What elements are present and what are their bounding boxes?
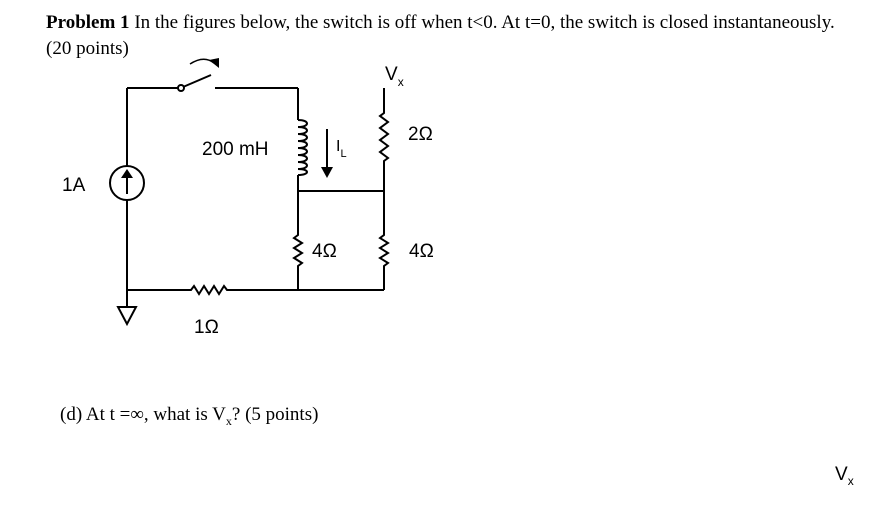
question-prefix: (d) At t =∞, what is V <box>60 404 226 425</box>
vx-corner-sub: x <box>847 473 854 488</box>
question-sub: x <box>225 413 232 428</box>
vx-label: Vx <box>385 64 404 89</box>
inductor-coil <box>297 119 308 176</box>
resistor-4ohm-right <box>378 232 390 268</box>
r-top-right-label: 2Ω <box>408 124 433 145</box>
resistor-1ohm <box>188 284 230 296</box>
vx-corner-main: V <box>835 464 848 485</box>
problem-heading: Problem 1 <box>46 12 130 33</box>
problem-statement: Problem 1 In the figures below, the swit… <box>46 10 846 62</box>
resistor-2ohm <box>378 110 390 166</box>
ground-symbol <box>116 306 138 327</box>
problem-text: In the figures below, the switch is off … <box>46 12 835 59</box>
r-right-label: 4Ω <box>409 241 434 262</box>
closing-arrow-head <box>209 58 219 68</box>
current-label-main: I <box>336 138 340 155</box>
switch-pivot <box>177 84 185 92</box>
inductor-label: 200 mH <box>202 139 269 160</box>
r-mid-label: 4Ω <box>312 241 337 262</box>
vx-label-sub: x <box>398 75 404 89</box>
source-label: 1A <box>62 175 86 196</box>
current-arrow-head <box>321 167 333 178</box>
source-arrow-head <box>121 169 133 178</box>
current-label: IL <box>336 138 347 160</box>
vx-corner-label: Vx <box>835 464 854 488</box>
question-suffix: ? (5 points) <box>231 404 319 425</box>
resistor-4ohm-mid <box>292 232 304 268</box>
vx-label-main: V <box>385 64 398 85</box>
current-label-sub: L <box>340 148 346 160</box>
switch-blade <box>182 74 212 88</box>
r-bottom-label: 1Ω <box>194 317 219 338</box>
question-d: (d) At t =∞, what is Vx? (5 points) <box>60 404 318 429</box>
